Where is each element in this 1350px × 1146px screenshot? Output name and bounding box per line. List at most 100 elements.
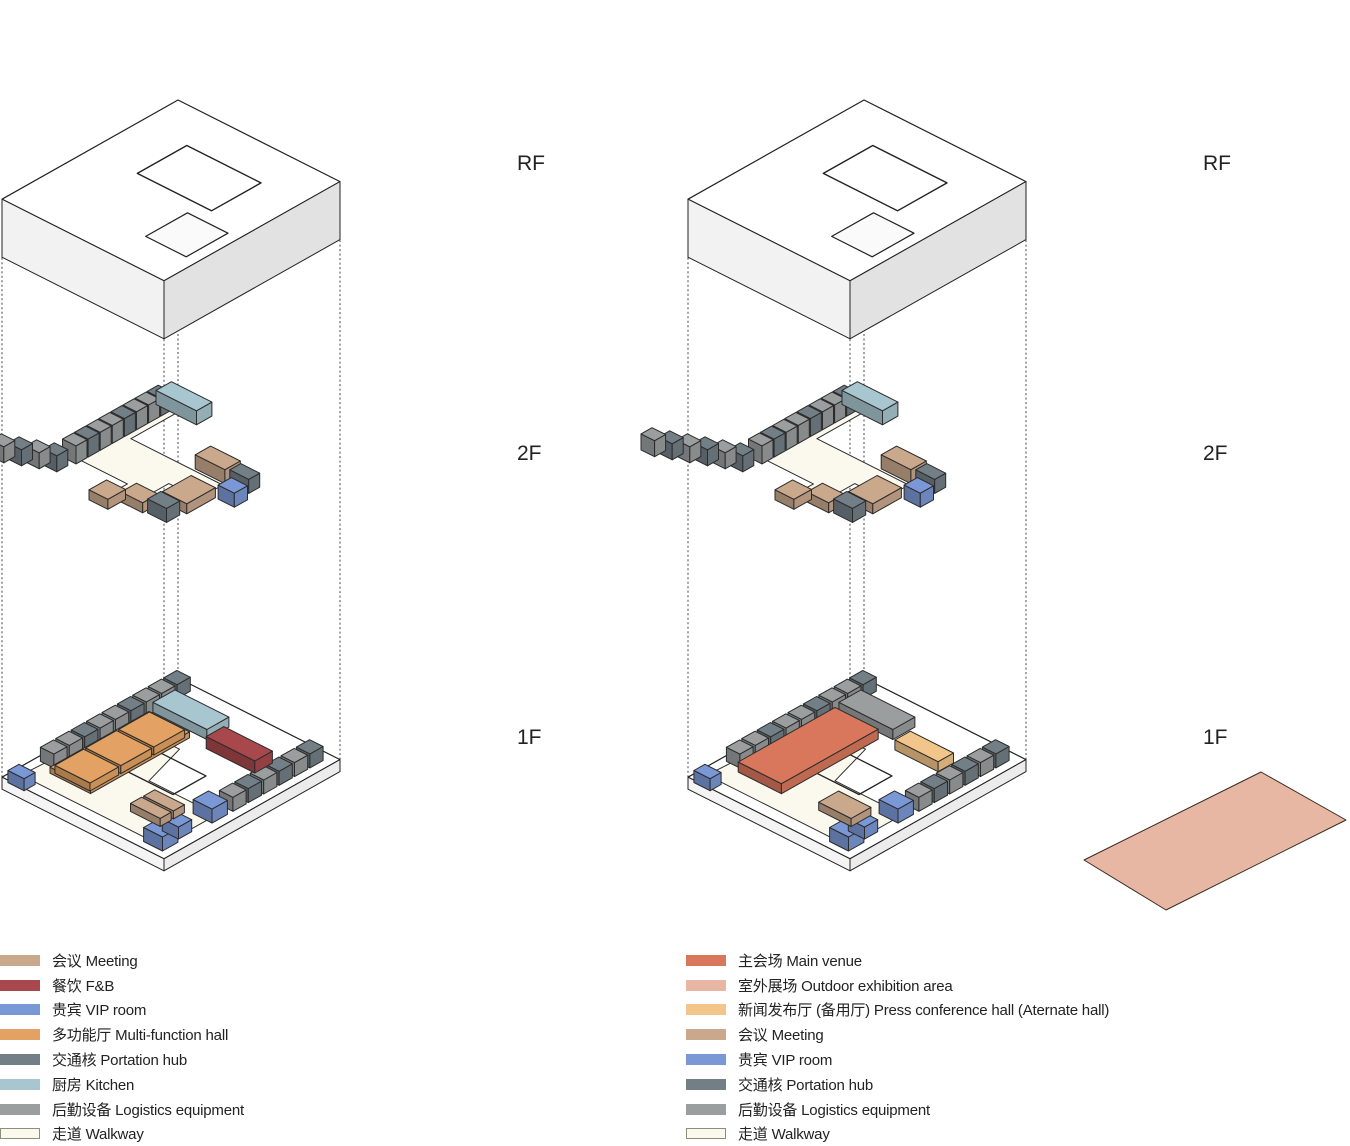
swatch-vip <box>686 1054 726 1066</box>
vip-block-1f <box>693 763 722 780</box>
legend-item: 走道 Walkway <box>686 1122 1246 1146</box>
swatch-logistics <box>686 1103 726 1115</box>
swatch-meeting <box>686 1029 726 1041</box>
swatch-portation <box>686 1078 726 1090</box>
multi-function-hall <box>54 748 120 784</box>
legend-item: 会议 Meeting <box>686 1022 1246 1047</box>
label-1f-left: 1F <box>517 726 542 749</box>
logistics-block-1f <box>951 756 979 772</box>
logistics-block-1f <box>163 669 191 686</box>
roof-fascia <box>849 181 1027 340</box>
logistics-block-1f <box>802 696 831 712</box>
logistics-block-1f <box>772 713 800 729</box>
legend-label: 主会场 Main venue <box>738 952 862 970</box>
legend-label: 后勤设备 Logistics equipment <box>738 1101 930 1119</box>
meeting-block-2f <box>848 475 902 505</box>
logistics-block-2f <box>820 391 847 406</box>
swatch-portation <box>0 1054 40 1066</box>
meeting-block-2f <box>88 479 126 500</box>
legend-label: 贵宾 VIP room <box>738 1052 833 1070</box>
logistics-block-2f <box>134 391 161 406</box>
logistics-block-1f <box>849 669 877 686</box>
logistics-block-2f <box>0 433 16 448</box>
logistics-block-1f <box>218 782 247 798</box>
swatch-press <box>686 1004 726 1016</box>
axonometric-diagrams: RF 2F 1F RF 2F 1F <box>0 99 1347 911</box>
legend-item: 厨房 Kitchen <box>0 1072 560 1097</box>
logistics-block-1f <box>116 696 145 712</box>
logistics-block-1f <box>280 747 309 764</box>
logistics-block-2f <box>74 425 100 440</box>
roof-skylight <box>136 144 262 212</box>
portation-block-2f <box>833 490 867 509</box>
logistics-block-1f <box>756 722 785 738</box>
legend-label: 后勤设备 Logistics equipment <box>52 1101 244 1119</box>
legend-label: 贵宾 VIP room <box>52 1002 147 1020</box>
logistics-block-2f <box>640 427 667 442</box>
logistics-block-2f <box>98 411 124 426</box>
logistics-block-2f <box>796 405 822 420</box>
logistics-block-1f <box>966 747 995 764</box>
swatch-walkway <box>686 1128 726 1140</box>
logistics-block-1f <box>86 713 114 729</box>
legend-item: 新闻发布厅 (备用厅) Press conference hall (Atern… <box>686 998 1246 1023</box>
meeting-block-1f <box>818 790 872 819</box>
legend-item: 走道 Walkway <box>0 1122 560 1146</box>
logistics-block-1f <box>787 704 816 720</box>
legend-item: 多功能厅 Multi-function hall <box>0 1022 560 1047</box>
legend-label: 走道 Walkway <box>738 1126 830 1144</box>
label-2f-right: 2F <box>1203 442 1228 465</box>
logistics-block-1f <box>132 687 160 703</box>
outdoor-exhibition-area <box>1083 771 1347 911</box>
press-conference-hall <box>894 730 954 763</box>
vip-block-1f <box>192 790 228 810</box>
kitchen-block-2f <box>841 381 899 412</box>
legend-label: 厨房 Kitchen <box>52 1076 135 1094</box>
floor-stack-right <box>640 99 1347 911</box>
legend-label: 室外展场 Outdoor exhibition area <box>738 977 953 995</box>
legend-item: 贵宾 VIP room <box>0 998 560 1023</box>
meeting-block-2f <box>880 445 927 471</box>
swatch-kitchen <box>0 1078 40 1090</box>
roof-skylight <box>822 144 948 212</box>
legend-item: 后勤设备 Logistics equipment <box>686 1097 1246 1122</box>
legend-left: 会议 Meeting 餐饮 F&B 贵宾 VIP room 多功能厅 Multi… <box>0 948 560 1146</box>
vip-block-2f <box>217 477 248 494</box>
portation-block-2f <box>147 490 181 509</box>
logistics-block-2f <box>760 425 786 440</box>
label-2f-left: 2F <box>517 442 542 465</box>
floor-1f-edge <box>849 759 1027 872</box>
legend-label: 餐饮 F&B <box>52 977 115 995</box>
legend-label: 新闻发布厅 (备用厅) Press conference hall (Atern… <box>738 1002 1110 1020</box>
legend-right: 主会场 Main venue 室外展场 Outdoor exhibition a… <box>686 948 1246 1146</box>
logistics-block-1f <box>920 773 948 790</box>
diagram-left: RF 2F 1F <box>0 99 545 872</box>
label-rf-right: RF <box>1203 152 1231 175</box>
legend-label: 多功能厅 Multi-function hall <box>52 1027 229 1045</box>
logistics-block-2f <box>62 432 88 447</box>
swatch-main-venue <box>686 954 726 966</box>
legend-item: 交通核 Portation hub <box>0 1047 560 1072</box>
roof-skylight <box>831 212 915 258</box>
floor-1f-edge <box>163 759 341 872</box>
legend-item: 贵宾 VIP room <box>686 1047 1246 1072</box>
vip-block-1f <box>878 790 914 810</box>
meeting-block-1f <box>130 796 172 819</box>
kitchen-block-1f <box>152 689 230 730</box>
legend-label: 会议 Meeting <box>738 1027 824 1045</box>
swatch-vip <box>0 1004 40 1016</box>
vip-block-2f <box>903 477 934 494</box>
meeting-block-2f <box>194 445 241 471</box>
main-venue <box>737 706 879 785</box>
logistics-block-2f <box>748 432 774 447</box>
label-1f-right: 1F <box>1203 726 1228 749</box>
swatch-fnb <box>0 979 40 991</box>
portation-block-2f <box>915 463 947 480</box>
logistics-block-2f <box>772 418 798 433</box>
logistics-block-1f <box>39 739 68 755</box>
logistics-block-2f <box>122 398 148 413</box>
swatch-meeting <box>0 954 40 966</box>
legend-item: 餐饮 F&B <box>0 973 560 998</box>
roof-skylight <box>145 212 229 258</box>
portation-block-2f <box>229 463 261 480</box>
